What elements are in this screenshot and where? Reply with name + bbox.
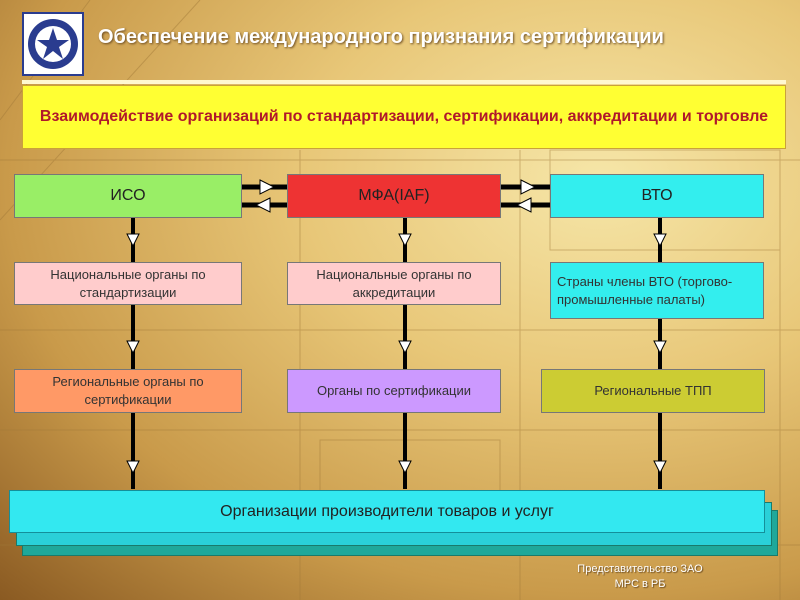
footer-line-1: Представительство ЗАО xyxy=(577,563,703,575)
title-underline xyxy=(22,80,786,84)
producers-box: Организации производители товаров и услу… xyxy=(9,490,765,533)
down-arrow-icon xyxy=(126,305,140,369)
regional-tpp-box: Региональные ТПП xyxy=(541,369,765,413)
arrow-left-icon xyxy=(254,197,271,213)
wto-box: ВТО xyxy=(550,174,764,218)
iso-iaf-arrows xyxy=(242,179,287,213)
star-emblem-icon xyxy=(28,19,78,69)
arrow-right-icon xyxy=(259,179,276,195)
arrow-left-icon xyxy=(515,197,532,213)
down-arrow-icon xyxy=(653,218,667,262)
down-arrow-icon xyxy=(398,413,412,489)
certification-bodies-box: Органы по сертификации xyxy=(287,369,501,413)
down-arrow-icon xyxy=(126,218,140,262)
down-arrow-icon xyxy=(398,218,412,262)
wto-members-box: Страны члены ВТО (торгово-промышленные п… xyxy=(550,262,764,319)
iso-box: ИСО xyxy=(14,174,242,218)
arrow-right-icon xyxy=(520,179,537,195)
iaf-wto-arrows xyxy=(501,179,550,213)
footer-line-2: МРС в РБ xyxy=(614,578,666,590)
down-arrow-icon xyxy=(653,413,667,489)
down-arrow-icon xyxy=(398,305,412,369)
regional-certification-box: Региональные органы по сертификации xyxy=(14,369,242,413)
footer-credit: Представительство ЗАО МРС в РБ xyxy=(555,562,725,592)
iaf-box: МФА(IAF) xyxy=(287,174,501,218)
down-arrow-icon xyxy=(126,413,140,489)
page-title: Обеспечение международного признания сер… xyxy=(98,26,664,48)
subtitle-banner: Взаимодействие организаций по стандартиз… xyxy=(22,85,786,149)
national-standardization-box: Национальные органы по стандартизации xyxy=(14,262,242,305)
national-accreditation-box: Национальные органы по аккредитации xyxy=(287,262,501,305)
organization-logo xyxy=(22,12,84,76)
down-arrow-icon xyxy=(653,319,667,369)
